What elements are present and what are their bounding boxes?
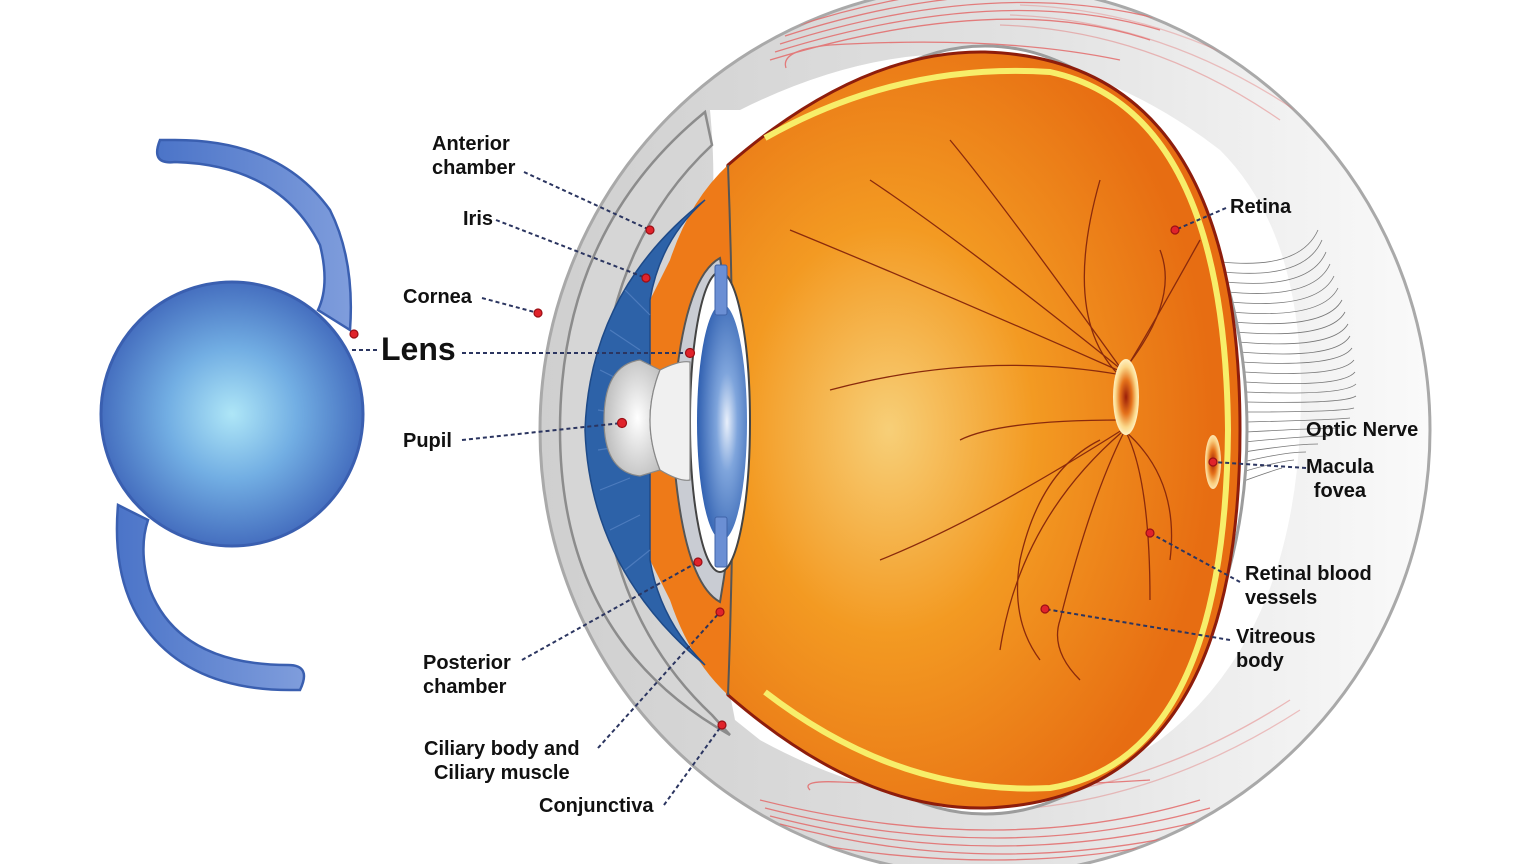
label-pupil: Pupil (403, 430, 452, 452)
lens-haptic-bottom (714, 516, 728, 568)
iol-haptic-top (155, 138, 353, 333)
label-cornea: Cornea (403, 286, 472, 308)
label-optic-nerve: Optic Nerve (1306, 419, 1419, 441)
label-retinal-blood-vessels: Retinal blood vessels (1245, 563, 1372, 609)
label-macula-fovea: Macula fovea (1306, 456, 1374, 502)
marker-dots (349, 225, 1218, 730)
label-retina: Retina (1230, 196, 1292, 218)
optic-nerve-fibers (1221, 229, 1357, 483)
pupil-cone (649, 361, 691, 481)
optic-disc (1113, 359, 1139, 435)
artificial-lens-iol (99, 138, 365, 692)
leader-lines (352, 171, 1307, 806)
label-vitreous-body: Vitreous body (1236, 626, 1316, 672)
label-ciliary-body: Ciliary body and Ciliary muscle (424, 738, 580, 784)
label-conjunctiva: Conjunctiva (539, 795, 654, 817)
label-anterior-chamber: Anterior chamber (432, 133, 516, 179)
iol-haptic-bottom (115, 503, 306, 692)
iol-optic (99, 280, 365, 548)
label-lens: Lens (381, 331, 456, 367)
lens-optic (697, 304, 747, 540)
lens-haptic-top (714, 264, 728, 316)
label-iris: Iris (463, 208, 494, 230)
label-posterior-chamber: Posterior chamber (423, 652, 511, 698)
